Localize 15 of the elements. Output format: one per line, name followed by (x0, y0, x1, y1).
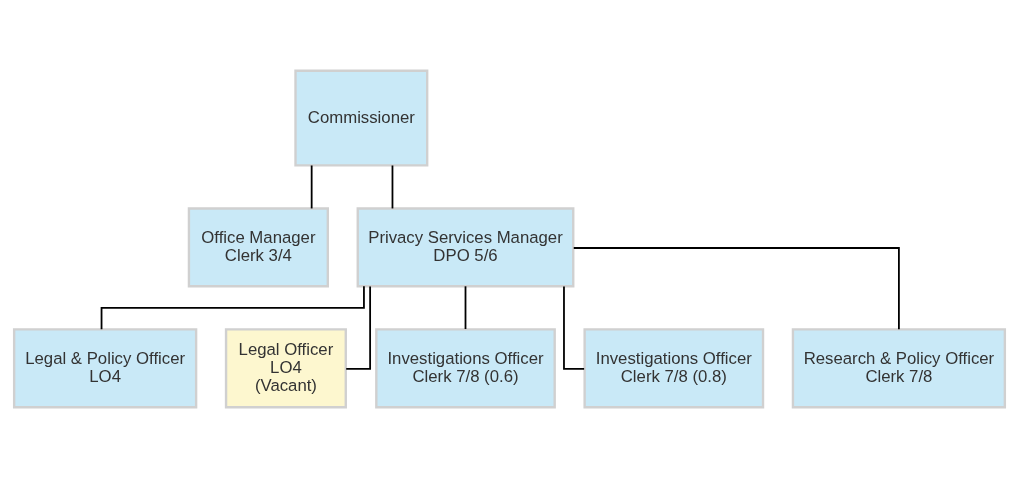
node-box: Privacy Services Manager DPO 5/6 (356, 206, 575, 287)
connector (572, 246, 900, 330)
node-box: Investigations Officer Clerk 7/8 (0.8) (583, 327, 765, 408)
node-box: Office Manager Clerk 3/4 (187, 206, 329, 287)
connector (391, 164, 394, 209)
connector (310, 164, 313, 209)
node-box: Legal Officer LO4 (Vacant) (224, 327, 347, 408)
node-box: Research & Policy Officer Clerk 7/8 (791, 327, 1007, 408)
connector (345, 285, 371, 370)
node-box: Commissioner (294, 69, 429, 167)
connector (464, 284, 467, 330)
node-box: Investigations Officer Clerk 7/8 (0.6) (375, 327, 556, 408)
node-box: Legal & Policy Officer LO4 (12, 327, 198, 408)
connector (100, 284, 365, 330)
connector (563, 285, 585, 370)
